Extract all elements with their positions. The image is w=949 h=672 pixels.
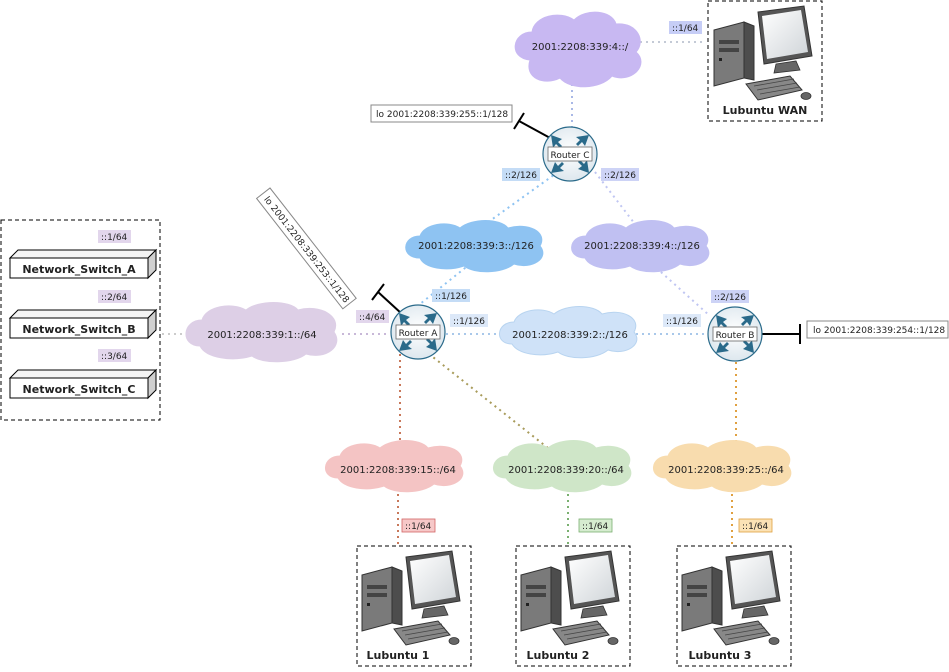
loopback-a-end [371,283,385,301]
iface-routera-right: ::1/126 [453,317,485,327]
switch-group-frame [0,219,161,421]
links [162,41,737,546]
cloud-4: 2001:2208:339:4::/126 [571,220,710,273]
loopback-a-line [377,291,403,315]
loopback-a-box [255,187,357,310]
iface-pc2: ::1/64 [582,522,609,532]
network-switch-c[interactable]: Network_Switch_C [8,368,158,400]
cloud-l2-shape [493,440,632,493]
router-b-label: Router B [716,331,755,341]
host-pc2-label: Lubuntu 2 [527,649,590,662]
host-wan[interactable]: Lubuntu WAN [707,0,823,122]
iface-routera-up: ::1/126 [435,292,467,302]
network-switch-b[interactable]: Network_Switch_B [8,308,158,340]
loopback-c-end [513,112,525,130]
host-pc3-frame [676,545,792,667]
loopback-b-box [806,320,949,339]
cloud-4-shape [571,220,710,273]
loopback-a: lo 2001:2208:339:253::1/128 [255,187,403,315]
cloud-lan-label: 2001:2208:339:1::/64 [207,330,316,341]
iface-pc1: ::1/64 [405,522,432,532]
computer-icon [713,5,813,101]
cloud-l2-label: 2001:2208:339:20::/64 [508,465,624,476]
network-switch-a[interactable]: Network_Switch_A [8,248,158,280]
cloud-3: 2001:2208:339:3::/126 [405,220,544,273]
cloud-2-label: 2001:2208:339:2::/126 [512,330,628,341]
cloud-l1-shape [325,440,464,493]
cloud-3-shape [405,220,544,273]
cloud-wan-shape [514,11,642,88]
computer-icon [681,550,781,646]
link-routera-l2 [423,349,549,449]
iface-switch-b: ::2/64 [101,293,128,303]
cloud-l1-label: 2001:2208:339:15::/64 [340,465,456,476]
cloud-2: 2001:2208:339:2::/126 [499,306,638,359]
switch-c-label: Network_Switch_C [23,383,136,396]
loopback-c: lo 2001:2208:339:255::1/128 [370,104,553,140]
cloud-2-shape [499,306,638,359]
link-cloud3-routera [409,263,471,313]
iface-switch-c: ::3/64 [101,352,128,362]
switch-b-label: Network_Switch_B [22,323,135,336]
iface-routerc-left: ::2/126 [505,171,537,181]
router-b[interactable]: Router B [707,306,763,362]
iface-pc3: ::1/64 [742,522,769,532]
host-wan-frame [707,0,823,122]
host-pc2[interactable]: Lubuntu 2 [515,545,631,667]
iface-routerb-up: ::2/126 [714,293,746,303]
host-wan-label: Lubuntu WAN [723,104,808,117]
iface-switch-a: ::1/64 [101,233,128,243]
loopback-c-box [370,104,513,123]
cloud-l1: 2001:2208:339:15::/64 [325,440,464,493]
host-pc1-label: Lubuntu 1 [367,649,430,662]
host-pc1[interactable]: Lubuntu 1 [356,545,472,667]
cloud-lan: 2001:2208:339:1::/64 [185,302,338,363]
link-cloud4-routerb [651,263,711,317]
iface-routerb-left: ::1/126 [666,317,698,327]
cloud-l3-label: 2001:2208:339:25::/64 [668,465,784,476]
cloud-3-label: 2001:2208:339:3::/126 [418,241,534,252]
router-arrows-icon [551,135,589,173]
host-pc3[interactable]: Lubuntu 3 [676,545,792,667]
iface-wan: ::1/64 [672,24,699,34]
cloud-4-label: 2001:2208:339:4::/126 [584,241,700,252]
cloud-l3: 2001:2208:339:25::/64 [653,440,792,493]
router-c-label: Router C [551,151,590,161]
interface-labels: ::1/64 ::2/126 ::2/126 ::1/126 ::1/126 :… [98,21,773,533]
loopback-a-label: lo 2001:2208:339:253::1/128 [261,195,350,305]
router-b-label-box [712,326,758,342]
cloud-lan-shape [185,302,338,363]
router-arrows-icon [399,313,437,351]
computer-icon [520,550,620,646]
iface-routerc-right: ::2/126 [604,171,636,181]
cloud-l3-shape [653,440,792,493]
router-c-label-box [547,146,593,162]
computer-icon [361,550,461,646]
host-pc2-frame [515,545,631,667]
host-pc1-frame [356,545,472,667]
router-c[interactable]: Router C [542,126,598,182]
loopback-c-label: lo 2001:2208:339:255::1/128 [376,110,508,120]
link-routerc-cloud3 [479,171,559,229]
router-a[interactable]: Router A [390,304,446,360]
loopback-b-label: lo 2001:2208:339:254::1/128 [813,326,945,336]
loopback-b: lo 2001:2208:339:254::1/128 [760,320,949,344]
switch-group: Network_Switch_A Network_Switch_B Networ… [0,219,161,421]
router-a-label: Router A [399,329,439,339]
loopback-c-line [518,120,553,140]
cloud-l2: 2001:2208:339:20::/64 [493,440,632,493]
cloud-wan: 2001:2208:339:4::/ [514,11,642,88]
switch-a-label: Network_Switch_A [22,263,136,276]
iface-routera-left: ::4/64 [359,313,386,323]
router-arrows-icon [716,315,754,353]
cloud-wan-label: 2001:2208:339:4::/ [532,42,629,53]
host-pc3-label: Lubuntu 3 [689,649,752,662]
router-a-label-box [395,324,441,340]
